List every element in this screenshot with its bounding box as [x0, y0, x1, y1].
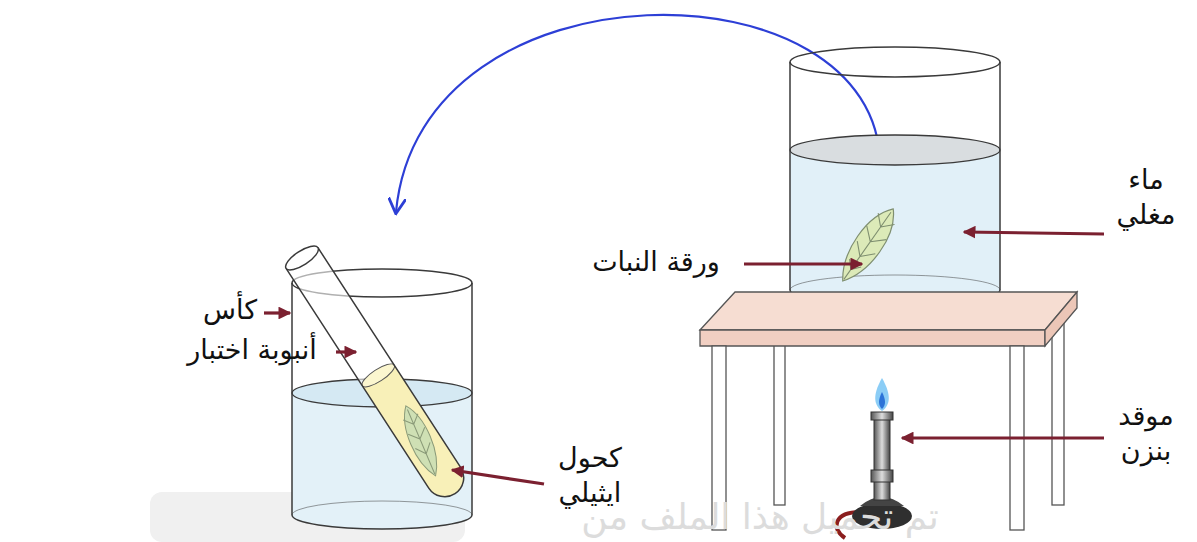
plant-leaf — [832, 201, 905, 289]
beaker-boiling-water — [790, 47, 1000, 305]
leader-arrow — [964, 232, 1104, 234]
test-tube — [282, 242, 471, 504]
leader-arrows — [264, 232, 1104, 484]
leader-arrow — [336, 350, 356, 353]
watermark: تم تحميل هذا الملف من — [581, 494, 939, 541]
leader-arrow — [744, 262, 862, 265]
leader-arrow — [902, 436, 1104, 439]
part-label: ماء مغلي — [1117, 162, 1176, 232]
part-label: كأس — [203, 292, 257, 327]
table — [700, 292, 1077, 530]
leaf-in-tube — [396, 402, 445, 480]
part-label: ورقة النبات — [592, 244, 720, 279]
part-label: أنبوبة اختبار — [187, 332, 316, 367]
leader-arrow — [264, 311, 290, 314]
part-label: موقد بنزن — [1118, 398, 1173, 468]
leader-arrow — [452, 470, 544, 484]
